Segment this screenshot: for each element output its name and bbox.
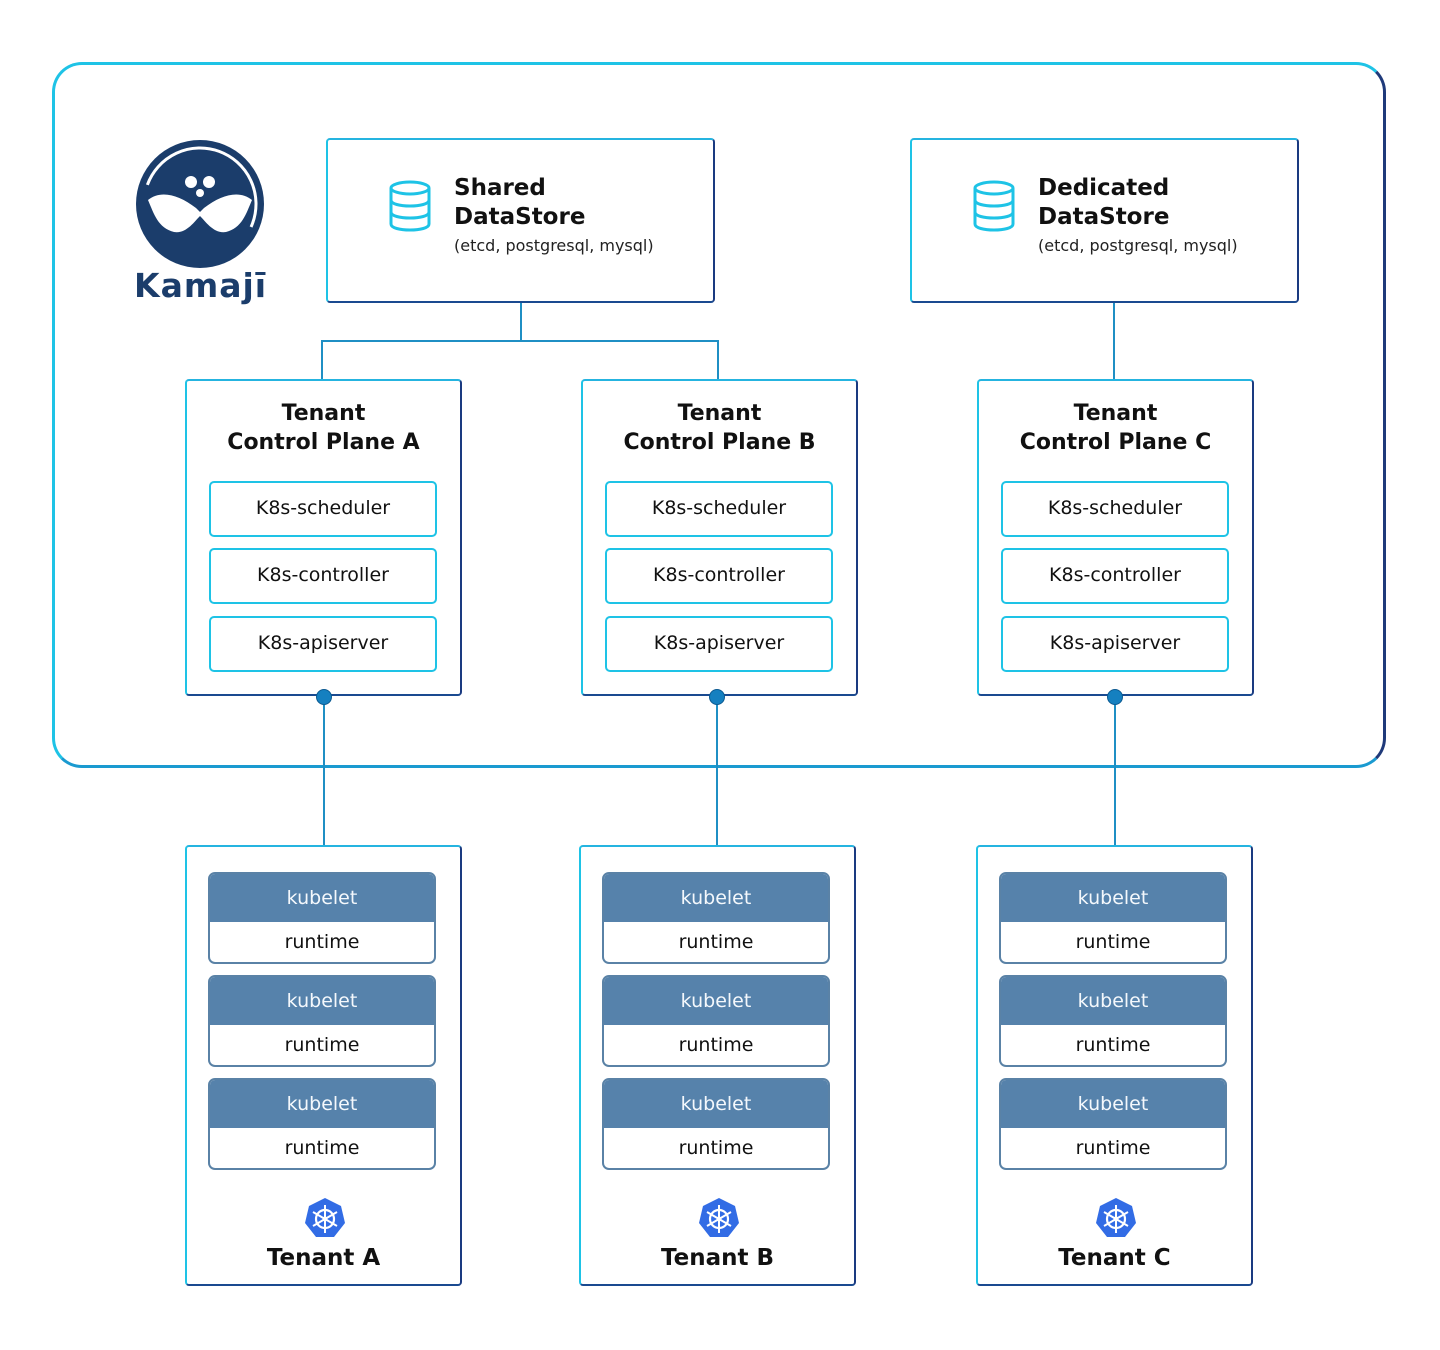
k8s-controller: K8s-controller xyxy=(1001,548,1229,604)
connector-line xyxy=(1114,696,1116,846)
k8s-scheduler: K8s-scheduler xyxy=(1001,481,1229,537)
kubelet-label: kubelet xyxy=(210,977,434,1025)
tenant-label: Tenant C xyxy=(1058,1245,1171,1271)
k8s-apiserver: K8s-apiserver xyxy=(605,616,833,672)
control-plane-a: Tenant Control Plane A K8s-scheduler K8s… xyxy=(185,379,462,696)
runtime-label: runtime xyxy=(678,1137,754,1159)
k8s-apiserver: K8s-apiserver xyxy=(1001,616,1229,672)
kubelet-label: kubelet xyxy=(1001,1080,1225,1128)
datastore-title: DataStore xyxy=(1038,204,1170,230)
runtime-label: runtime xyxy=(284,931,360,953)
kubelet-label: kubelet xyxy=(1001,874,1225,922)
worker-node: kubelet runtime xyxy=(602,1078,830,1170)
connector-line xyxy=(520,303,522,342)
runtime-label: runtime xyxy=(678,1034,754,1056)
datastore-title: Shared xyxy=(454,175,546,201)
k8s-scheduler: K8s-scheduler xyxy=(605,481,833,537)
datastore-title: DataStore xyxy=(454,204,586,230)
kamaji-cluster-boundary xyxy=(52,62,1386,768)
kamaji-logo-text: Kamajī xyxy=(134,266,268,305)
worker-node: kubelet runtime xyxy=(208,872,436,964)
worker-node: kubelet runtime xyxy=(999,1078,1227,1170)
kamaji-logo: Kamajī xyxy=(134,138,266,308)
runtime-label: runtime xyxy=(1075,931,1151,953)
runtime-label: runtime xyxy=(678,931,754,953)
tenant-b: kubelet runtime kubelet runtime kubelet … xyxy=(579,845,856,1286)
control-plane-b: Tenant Control Plane B K8s-scheduler K8s… xyxy=(581,379,858,696)
k8s-scheduler: K8s-scheduler xyxy=(209,481,437,537)
runtime-label: runtime xyxy=(1075,1034,1151,1056)
control-plane-title: Tenant xyxy=(281,401,366,426)
database-icon xyxy=(389,180,431,232)
worker-node: kubelet runtime xyxy=(999,975,1227,1067)
control-plane-title: Control Plane C xyxy=(1019,430,1212,455)
connector-line xyxy=(717,340,719,380)
connector-dot xyxy=(316,689,332,705)
datastore-subtitle: (etcd, postgresql, mysql) xyxy=(1038,236,1238,255)
dedicated-datastore: Dedicated DataStore (etcd, postgresql, m… xyxy=(910,138,1299,303)
tenant-a: kubelet runtime kubelet runtime kubelet … xyxy=(185,845,462,1286)
datastore-title: Dedicated xyxy=(1038,175,1170,201)
kubelet-label: kubelet xyxy=(210,1080,434,1128)
database-icon xyxy=(973,180,1015,232)
kubelet-label: kubelet xyxy=(604,1080,828,1128)
tenant-label: Tenant B xyxy=(660,1245,775,1271)
shared-datastore: Shared DataStore (etcd, postgresql, mysq… xyxy=(326,138,715,303)
control-plane-title: Control Plane B xyxy=(623,430,816,455)
control-plane-title: Tenant xyxy=(1073,401,1158,426)
kubernetes-icon xyxy=(305,1198,345,1237)
control-plane-c: Tenant Control Plane C K8s-scheduler K8s… xyxy=(977,379,1254,696)
k8s-apiserver: K8s-apiserver xyxy=(209,616,437,672)
connector-dot xyxy=(709,689,725,705)
connector-line xyxy=(1113,303,1115,380)
connector-line xyxy=(321,340,719,342)
runtime-label: runtime xyxy=(284,1137,360,1159)
runtime-label: runtime xyxy=(1075,1137,1151,1159)
connector-line xyxy=(716,696,718,846)
connector-line xyxy=(323,696,325,846)
connector-dot xyxy=(1107,689,1123,705)
kubelet-label: kubelet xyxy=(604,874,828,922)
worker-node: kubelet runtime xyxy=(208,975,436,1067)
runtime-label: runtime xyxy=(284,1034,360,1056)
control-plane-title: Control Plane A xyxy=(227,430,420,455)
tenant-label: Tenant A xyxy=(266,1245,381,1271)
k8s-controller: K8s-controller xyxy=(209,548,437,604)
tenant-c: kubelet runtime kubelet runtime kubelet … xyxy=(976,845,1253,1286)
datastore-subtitle: (etcd, postgresql, mysql) xyxy=(454,236,654,255)
kubelet-label: kubelet xyxy=(210,874,434,922)
kubernetes-icon xyxy=(699,1198,739,1237)
k8s-controller: K8s-controller xyxy=(605,548,833,604)
kubernetes-icon xyxy=(1096,1198,1136,1237)
worker-node: kubelet runtime xyxy=(602,872,830,964)
worker-node: kubelet runtime xyxy=(602,975,830,1067)
kamaji-mustache-icon xyxy=(136,140,264,268)
connector-line xyxy=(321,340,323,380)
kubelet-label: kubelet xyxy=(604,977,828,1025)
worker-node: kubelet runtime xyxy=(999,872,1227,964)
control-plane-title: Tenant xyxy=(677,401,762,426)
worker-node: kubelet runtime xyxy=(208,1078,436,1170)
kubelet-label: kubelet xyxy=(1001,977,1225,1025)
